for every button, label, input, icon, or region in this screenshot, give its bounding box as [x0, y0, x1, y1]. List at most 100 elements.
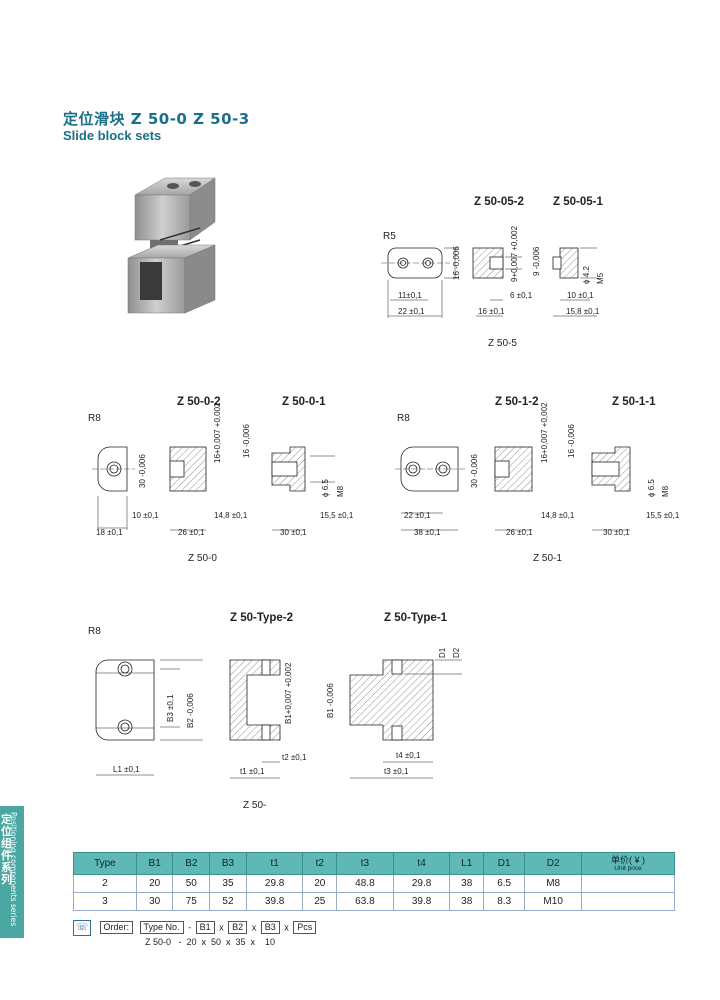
price-header: 单价( ¥ ) [610, 855, 645, 865]
table-cell: 39.8 [392, 892, 451, 911]
col-l1: L1 [449, 852, 485, 875]
z500-view1-title: Z 50-0-1 [282, 396, 326, 408]
col-t3: t3 [336, 852, 394, 875]
z505-view1-title: Z 50-05-1 [553, 196, 603, 208]
ztype-d2: D2 [452, 647, 461, 658]
z505-caption: Z 50-5 [488, 338, 517, 349]
ztype-caption: Z 50- [243, 800, 267, 811]
z500-dim-30: 30 -0,006 [138, 454, 147, 488]
table-cell: 63.8 [336, 892, 394, 911]
z500-dim-16: 16+0,007 +0,002 [213, 402, 222, 463]
z505-dim-22: 22 ±0,1 [398, 307, 425, 316]
z500-dim-14-8: 14,8 ±0,1 [214, 511, 248, 520]
z500-m8: M8 [336, 485, 345, 497]
ztype-t2: t2 ±0,1 [282, 753, 307, 762]
drawing-z50-type [95, 659, 462, 779]
section-tab-cn: 定位组件系列 [1, 813, 12, 886]
table-cell: 50 [172, 874, 211, 893]
order-sep: x [251, 922, 257, 933]
table-cell: 35 [209, 874, 247, 893]
table-row: 3 30 75 52 39.8 25 63.8 39.8 38 8.3 M10 [73, 892, 675, 911]
z505-dim-11: 11±0,1 [398, 291, 422, 300]
z500-dim-26: 26 ±0,1 [178, 528, 205, 537]
section-tab: 定位组件系列 Positioning components series [0, 806, 24, 938]
drawing-z50-1 [395, 446, 631, 531]
ztype-t3: t3 ±0,1 [384, 767, 409, 776]
z501-caption: Z 50-1 [533, 553, 562, 564]
z501-dim-16-006: 16 -0,006 [567, 424, 576, 458]
table-cell: 52 [209, 892, 247, 911]
z501-dim-14-8: 14,8 ±0,1 [541, 511, 575, 520]
z500-radius: R8 [88, 413, 101, 424]
col-d2: D2 [524, 852, 582, 875]
z501-dim-15-5: 15,5 ±0,1 [646, 511, 680, 520]
col-b3: B3 [209, 852, 247, 875]
ztype-l1: L1 ±0,1 [113, 765, 140, 774]
col-type: Type [73, 852, 137, 875]
phone-icon: ☏ [73, 920, 91, 936]
z501-radius: R8 [397, 413, 410, 424]
z501-dim-26: 26 ±0,1 [506, 528, 533, 537]
ztype-view1-title: Z 50-Type-1 [384, 612, 448, 624]
table-cell: M8 [524, 874, 582, 893]
z505-radius: R5 [383, 231, 396, 242]
order-sep: - [188, 922, 192, 933]
z505-dim-9: 9+0,007 +0,002 [510, 225, 519, 282]
table-cell: 75 [172, 892, 211, 911]
z505-dim-10: 10 ±0,1 [567, 291, 594, 300]
z501-dim-30: 30 -0,006 [470, 454, 479, 488]
order-format-line: ☏ Order: Type No. - B1 x B2 x B3 x Pcs [73, 920, 318, 936]
z505-view2-title: Z 50-05-2 [474, 196, 524, 208]
table-cell: M10 [524, 892, 582, 911]
z500-view2-title: Z 50-0-2 [177, 396, 221, 408]
order-field-pcs: Pcs [293, 921, 317, 935]
z505-dim-9-006: 9 -0,006 [532, 246, 541, 276]
col-b2: B2 [172, 852, 211, 875]
z501-view2-title: Z 50-1-2 [495, 396, 539, 408]
table-cell: 8.3 [483, 892, 526, 911]
z505-dim-16b: 16 ±0,1 [478, 307, 505, 316]
table-cell: 2 [73, 874, 137, 893]
ztype-radius: R8 [88, 626, 101, 637]
order-example: Z 50-0 - 20 x 50 x 35 x 10 [145, 937, 276, 947]
product-photo [127, 177, 216, 314]
table-cell: 6.5 [483, 874, 526, 893]
drawing-z50-0 [92, 446, 335, 531]
table-cell: 25 [302, 892, 338, 911]
z500-dim-30b: 30 ±0,1 [280, 528, 307, 537]
z500-phi: ϕ 6.5 [321, 479, 330, 497]
z505-dim-6: 6 ±0,1 [510, 291, 533, 300]
col-b1: B1 [135, 852, 174, 875]
z505-m5: M5 [596, 272, 605, 284]
z501-view1-title: Z 50-1-1 [612, 396, 656, 408]
z501-dim-38: 38 ±0,1 [414, 528, 441, 537]
price-cell [581, 874, 675, 893]
z505-dim-16: 16 -0,006 [452, 246, 461, 280]
ztype-t1: t1 ±0,1 [240, 767, 265, 776]
z501-m8: M8 [661, 485, 670, 497]
order-field-b1: B1 [195, 921, 215, 935]
col-t1: t1 [245, 852, 304, 875]
price-header-en: Unit price [614, 865, 642, 872]
order-sep: x [219, 922, 224, 933]
ztype-b3: B3 ±0,1 [166, 694, 175, 722]
price-cell [581, 892, 675, 911]
order-label: Order: [99, 921, 134, 935]
col-t4: t4 [392, 852, 451, 875]
order-format: ☏ Order: Type No. - B1 x B2 x B3 x Pcs Z… [73, 920, 318, 947]
section-tab-en: Positioning components series [9, 812, 18, 927]
z505-dim-15-8: 15,8 ±0,1 [566, 307, 600, 316]
drawing-z50-5 [381, 247, 597, 318]
col-d1: D1 [483, 852, 526, 875]
page-title-en: Slide block sets [63, 128, 162, 143]
z500-dim-16-006: 16 -0,006 [242, 424, 251, 458]
ztype-b2: B2 -0,006 [186, 693, 195, 728]
z501-dim-22: 22 ±0,1 [404, 511, 431, 520]
z501-dim-30b: 30 ±0,1 [603, 528, 630, 537]
ztype-b1a: B1+0,007 +0,002 [284, 662, 293, 724]
table-cell: 30 [135, 892, 174, 911]
z500-caption: Z 50-0 [188, 553, 217, 564]
order-field-type: Type No. [139, 921, 184, 935]
z500-dim-10: 10 ±0,1 [132, 511, 159, 520]
